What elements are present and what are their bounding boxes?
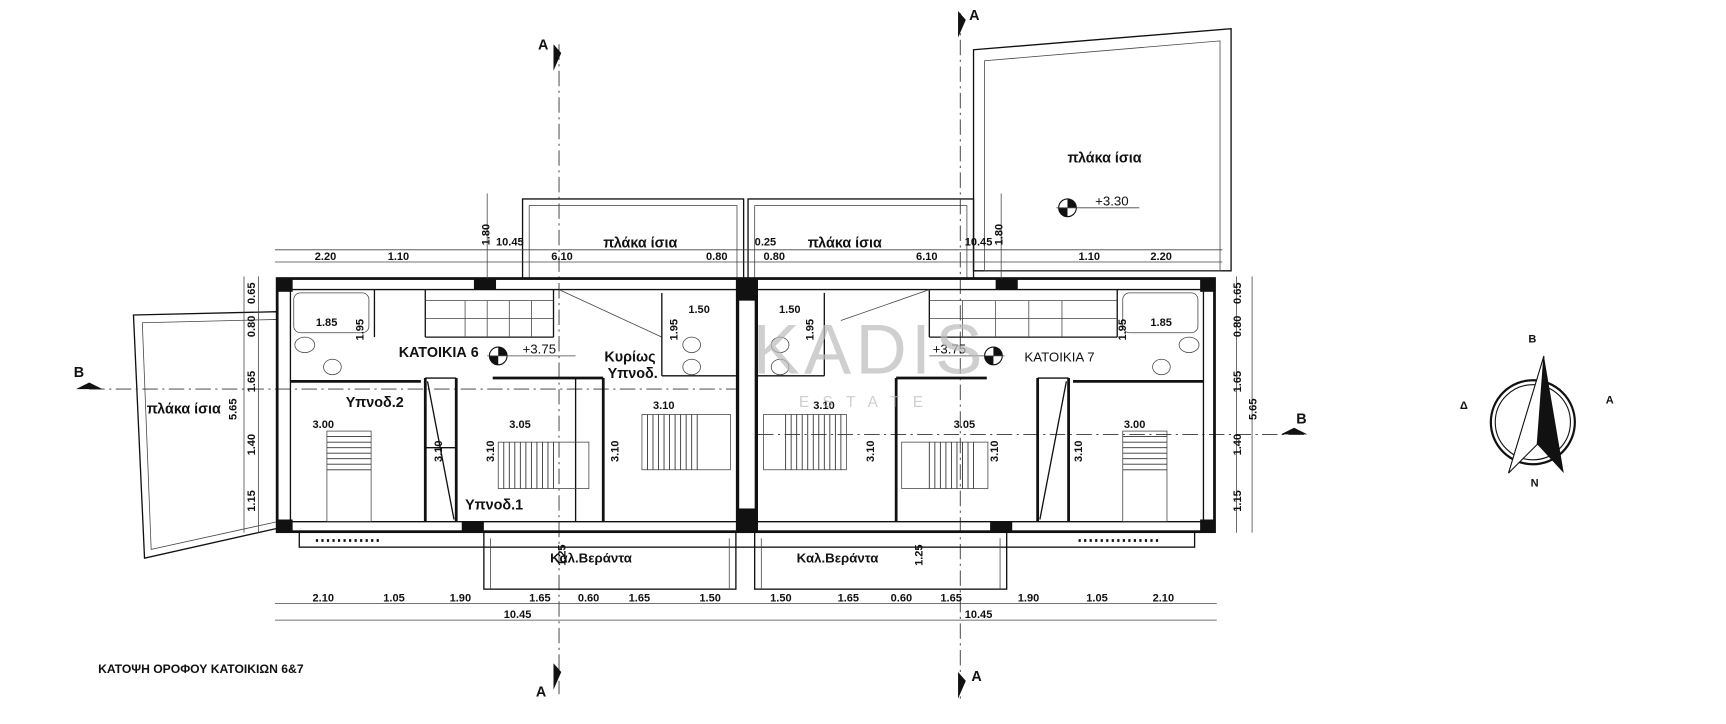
dim-bath-h-right: 1.95	[1117, 319, 1129, 341]
room-bed2-left: Υπνοδ.2	[346, 395, 404, 411]
balconies	[298, 531, 1196, 590]
furniture	[293, 292, 1200, 523]
dim-right-5: 1.15	[1232, 490, 1244, 512]
dim-room-h-2: 3.10	[485, 441, 497, 463]
room-master-line2: Υπνοδ.	[608, 366, 658, 382]
dim-terrace-right: 1.80	[993, 224, 1005, 246]
section-b-left: B	[74, 365, 84, 381]
drawing-title: ΚΑΤΟΨΗ ΟΡΟΦΟΥ ΚΑΤΟΙΚΙΩΝ 6&7	[98, 662, 304, 676]
dim-bottom-total-left: 10.45	[504, 609, 532, 621]
dim-veranda-left: 1.25	[557, 544, 569, 566]
dim-bottom-left-7: 1.50	[699, 592, 721, 604]
dim-top-right-2: 6.10	[916, 251, 938, 263]
dim-master-right-w: 3.10	[813, 400, 835, 412]
dim-bottom-left-3: 1.90	[450, 592, 472, 604]
dim-right-2: 0.80	[1232, 316, 1244, 338]
unit-6-label: ΚΑΤΟΙΚΙΑ 6	[399, 345, 479, 361]
dim-bottom-right-6: 1.05	[1086, 592, 1108, 604]
dim-ensuite-right: 1.50	[779, 304, 801, 316]
dim-room-h-5: 3.10	[989, 441, 1001, 463]
level-left: +3.75	[523, 342, 557, 357]
watermark-logo: KADIS	[752, 310, 986, 389]
dim-room-h-6: 3.10	[1073, 441, 1085, 463]
dim-top-total-right: 10.45	[965, 236, 993, 248]
walls	[275, 277, 1216, 534]
dim-left-total: 5.65	[227, 399, 239, 421]
dim-bed1-left-w: 3.05	[509, 419, 531, 431]
dim-bottom-left-1: 2.10	[313, 592, 335, 604]
room-bed1-left: Υπνοδ.1	[465, 498, 523, 514]
dim-bottom-right-7: 2.10	[1153, 592, 1175, 604]
dim-room-h-3: 3.10	[610, 441, 622, 463]
section-a-bottom-left: A	[536, 684, 546, 700]
section-a-top-left: A	[538, 38, 548, 54]
compass-north: B	[1528, 334, 1536, 346]
compass-south: N	[1531, 477, 1539, 489]
compass-west: Δ	[1460, 400, 1468, 412]
dimension-lines	[243, 193, 1253, 621]
dim-right-total: 5.65	[1248, 399, 1260, 421]
dim-left-3: 1.65	[246, 371, 258, 393]
dim-ensuite-h-right: 1.95	[804, 319, 816, 341]
section-b-right: B	[1296, 411, 1306, 427]
dim-master-left-w: 3.10	[653, 400, 675, 412]
dim-right-3: 1.65	[1232, 371, 1244, 393]
dim-left-2: 0.80	[246, 316, 258, 338]
watermark-sub: ESTATE	[799, 394, 936, 411]
dim-top-right-1: 0.80	[764, 251, 786, 263]
dim-bottom-right-4: 1.65	[940, 592, 962, 604]
dim-top-left-4: 0.80	[706, 251, 728, 263]
compass-east: A	[1606, 394, 1614, 406]
dim-bath-right: 1.85	[1150, 317, 1172, 329]
dim-bottom-left-4: 1.65	[529, 592, 551, 604]
dim-right-1: 0.65	[1232, 282, 1244, 304]
dim-bottom-left-6: 1.65	[629, 592, 651, 604]
dim-top-right-3: 1.10	[1079, 251, 1101, 263]
dim-ensuite-h-left: 1.95	[668, 319, 680, 341]
dim-top-left-2: 1.10	[388, 251, 410, 263]
section-lines	[75, 11, 1308, 699]
level-terrace: +3.30	[1095, 194, 1129, 209]
dim-right-4: 1.40	[1232, 434, 1244, 456]
dim-room-h-4: 3.10	[865, 441, 877, 463]
room-master-line1: Κυρίως	[604, 349, 655, 365]
dim-top-mid: 0.25	[755, 236, 777, 248]
dim-room-h-1: 3.10	[433, 441, 445, 463]
dim-veranda-right: 1.25	[914, 544, 926, 566]
slab-label-left: πλάκα ίσια	[147, 401, 221, 417]
dim-bed2-right-w: 3.00	[1124, 419, 1146, 431]
dim-left-4: 1.40	[246, 434, 258, 456]
veranda-left-label: Καλ.Βεράντα	[550, 551, 633, 566]
dim-bed1-right-w: 3.05	[954, 419, 976, 431]
level-right: +3.75	[933, 342, 967, 357]
section-a-bottom-right: A	[971, 669, 981, 685]
dim-top-left-3: 6.10	[551, 251, 573, 263]
dim-top-left-1: 2.20	[315, 251, 337, 263]
dim-top-total-left: 10.45	[496, 236, 524, 248]
section-a-top-right: A	[969, 8, 979, 24]
dim-bath-h-left: 1.95	[354, 319, 366, 341]
dim-terrace-left: 1.80	[480, 224, 492, 246]
dim-left-5: 1.15	[246, 490, 258, 512]
slab-label-top-right: πλάκα ίσια	[808, 236, 882, 252]
dim-top-right-4: 2.20	[1150, 251, 1172, 263]
dim-ensuite-left: 1.50	[688, 304, 710, 316]
level-marker-icon	[487, 198, 1140, 366]
dim-bottom-right-1: 1.50	[770, 592, 792, 604]
dim-left-1: 0.65	[246, 282, 258, 304]
dim-bottom-right-5: 1.90	[1018, 592, 1040, 604]
dim-bath-left: 1.85	[316, 317, 338, 329]
dim-bed2-left-w: 3.00	[313, 419, 335, 431]
compass-icon	[1489, 355, 1576, 474]
dim-bottom-left-2: 1.05	[383, 592, 405, 604]
dim-bottom-left-5: 0.60	[578, 592, 600, 604]
dim-bottom-right-3: 0.60	[891, 592, 913, 604]
dim-bottom-total-right: 10.45	[965, 609, 993, 621]
dim-bottom-right-2: 1.65	[838, 592, 860, 604]
veranda-right-label: Καλ.Βεράντα	[797, 551, 880, 566]
slab-label-terrace: πλάκα ίσια	[1067, 150, 1141, 166]
unit-7-label: ΚΑΤΟΙΚΙΑ 7	[1024, 349, 1094, 364]
slab-label-top-left: πλάκα ίσια	[603, 236, 677, 252]
